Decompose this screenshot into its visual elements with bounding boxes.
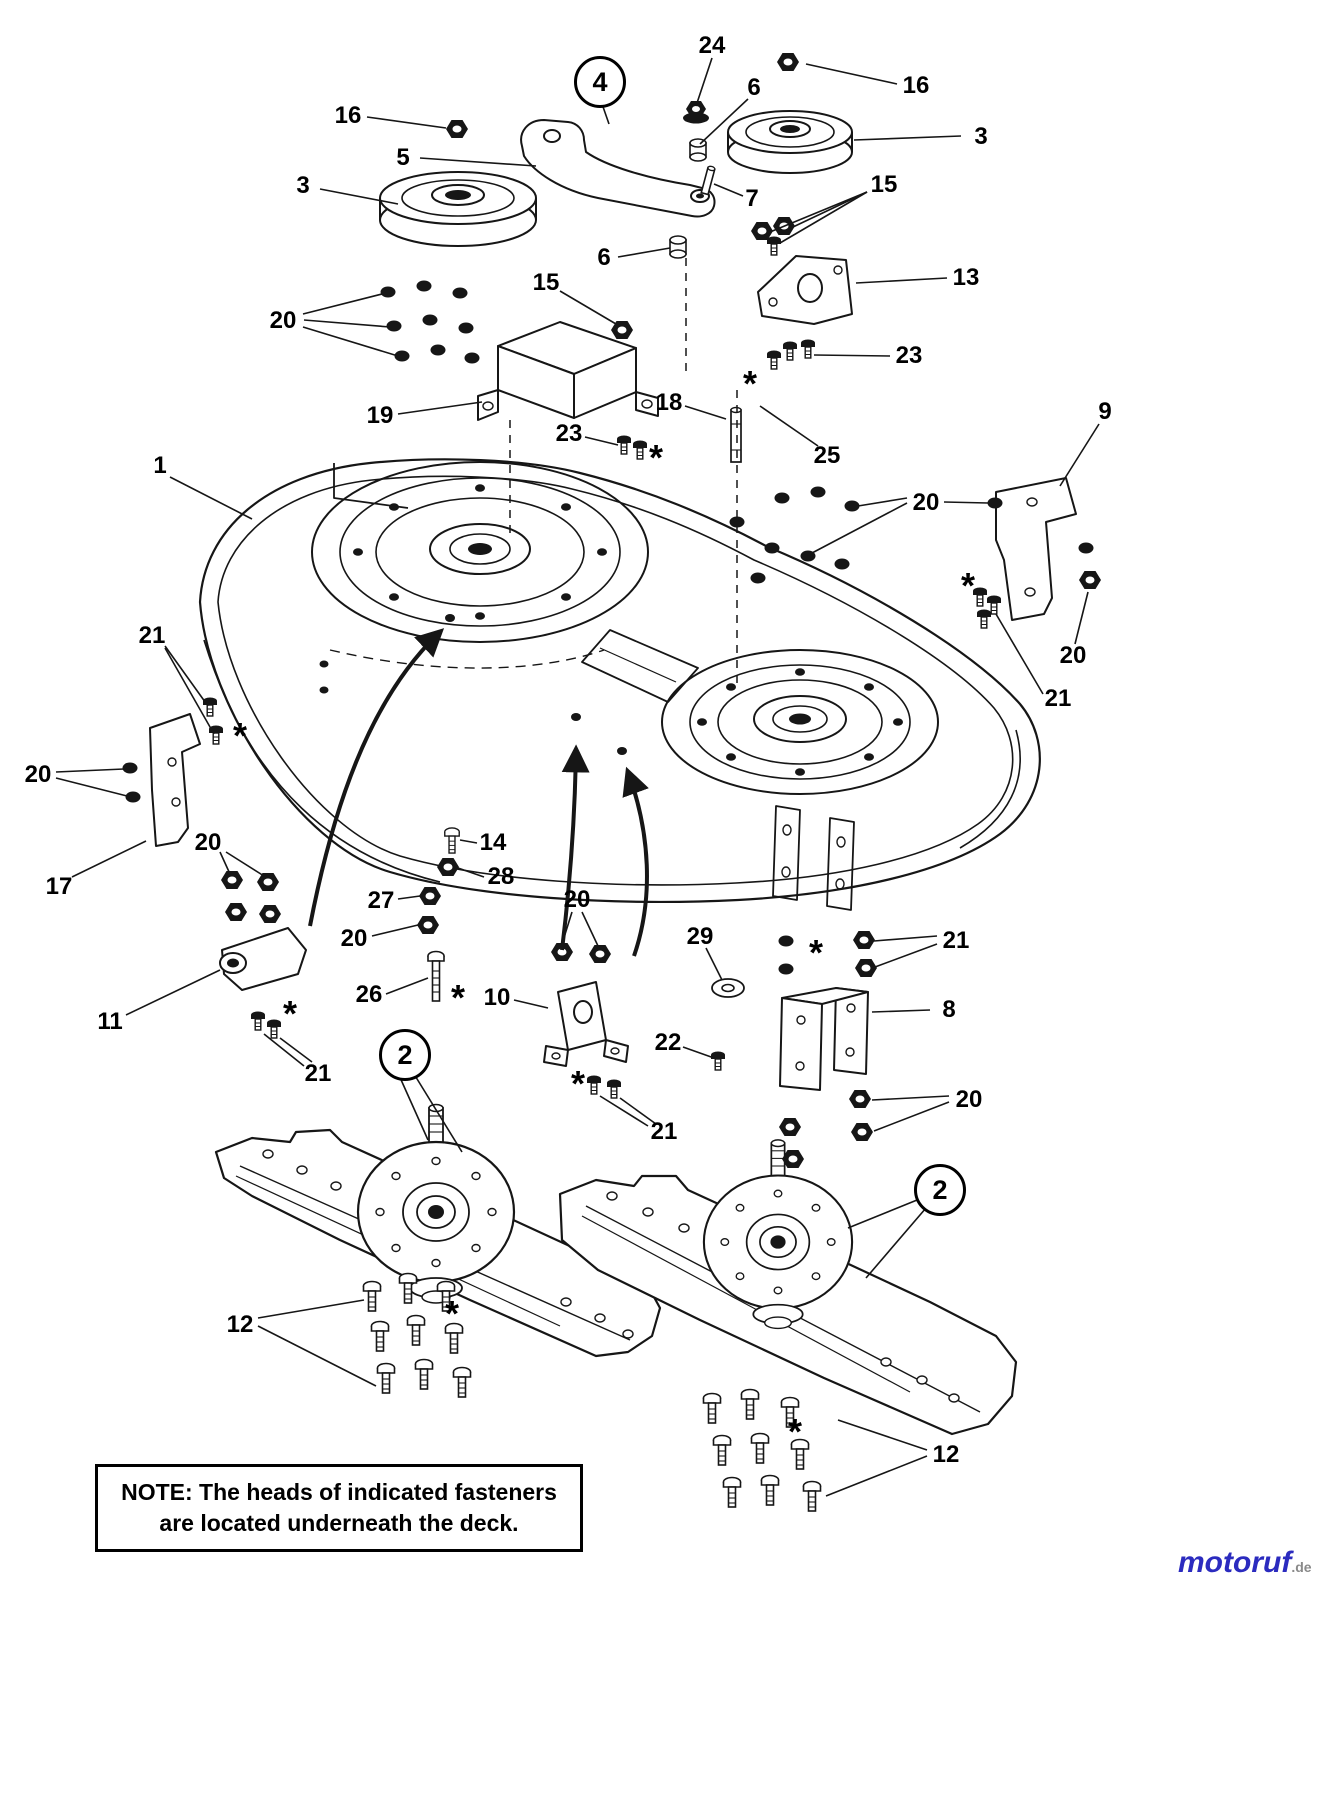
asterisk-marker-star: * <box>570 1063 586 1104</box>
callout-15: 15 <box>870 171 898 198</box>
mower-deck <box>198 458 1041 911</box>
asterisk-marker-star: * <box>742 363 758 404</box>
right-idler-pulley <box>727 110 853 174</box>
callout-21: 21 <box>942 927 970 954</box>
brand-logo: motoruf.de <box>1178 1546 1312 1580</box>
callout-20: 20 <box>563 886 591 913</box>
callout-6: 6 <box>747 74 761 101</box>
asterisk-marker-star: * <box>808 932 824 973</box>
circled-callout-2: 2 <box>914 1164 966 1216</box>
note-line-1: NOTE: The heads of indicated fasteners <box>121 1479 557 1505</box>
discharge-deflector-11 <box>219 927 307 991</box>
callout-19: 19 <box>366 402 394 429</box>
note-line-2: are located underneath the deck. <box>159 1510 519 1537</box>
idler-arm <box>520 119 716 218</box>
brand-name: motoruf <box>1178 1546 1292 1579</box>
callout-10: 10 <box>483 984 511 1011</box>
callout-13: 13 <box>952 264 980 291</box>
left-idler-pulley <box>379 171 537 247</box>
callout-21: 21 <box>304 1060 332 1087</box>
assembly-arrows <box>308 628 649 957</box>
deck-surface-holes <box>319 614 627 755</box>
callout-20: 20 <box>1059 642 1087 669</box>
fastener-note-box: NOTE: The heads of indicated fasteners a… <box>95 1464 583 1553</box>
callout-1: 1 <box>153 452 167 479</box>
callout-16: 16 <box>334 102 362 129</box>
bracket-10 <box>543 981 629 1067</box>
callout-9: 9 <box>1098 398 1112 425</box>
asterisk-marker-star: * <box>450 977 466 1018</box>
callout-20: 20 <box>269 307 297 334</box>
brand-tld: .de <box>1291 1559 1312 1575</box>
callout-27: 27 <box>367 887 395 914</box>
callout-22: 22 <box>654 1029 682 1056</box>
callout-23: 23 <box>895 342 923 369</box>
callout-17: 17 <box>45 873 73 900</box>
callout-21: 21 <box>1044 685 1072 712</box>
callout-28: 28 <box>487 863 515 890</box>
pin-18 <box>730 406 742 463</box>
leader-lines <box>55 57 1100 1497</box>
callout-20: 20 <box>340 925 368 952</box>
callout-26: 26 <box>355 981 383 1008</box>
right-spindle-bolt-holes <box>697 668 903 776</box>
callout-15: 15 <box>532 269 560 296</box>
callout-23: 23 <box>555 420 583 447</box>
callout-20: 20 <box>955 1086 983 1113</box>
callout-3: 3 <box>296 172 310 199</box>
left-spindle-opening <box>311 461 649 643</box>
callout-20: 20 <box>912 489 940 516</box>
bracket-17 <box>149 713 201 847</box>
bracket-8 <box>779 987 869 1091</box>
callout-12: 12 <box>932 1441 960 1468</box>
asterisk-marker-star: * <box>787 1411 803 1452</box>
callout-20: 20 <box>24 761 52 788</box>
bracket-13 <box>757 255 853 325</box>
callout-21: 21 <box>650 1118 678 1145</box>
asterisk-marker-star: * <box>232 715 248 756</box>
callout-6: 6 <box>597 244 611 271</box>
pin-7 <box>700 165 716 196</box>
callout-12: 12 <box>226 1311 254 1338</box>
left-spindle-bolt-holes <box>353 484 607 620</box>
callout-21: 21 <box>138 622 166 649</box>
callout-11: 11 <box>97 1008 123 1035</box>
callout-3: 3 <box>974 123 988 150</box>
circled-callout-2: 2 <box>379 1029 431 1081</box>
asterisk-marker-star: * <box>282 993 298 1034</box>
callout-25: 25 <box>813 442 841 469</box>
callout-14: 14 <box>479 829 507 856</box>
callout-7: 7 <box>745 185 759 212</box>
callout-24: 24 <box>698 32 726 59</box>
bracket-19 <box>477 321 659 421</box>
right-spindle-opening <box>661 649 939 795</box>
callout-29: 29 <box>686 923 714 950</box>
callout-18: 18 <box>655 389 683 416</box>
callout-20: 20 <box>194 829 222 856</box>
bracket-9 <box>995 477 1077 621</box>
asterisk-marker-star: * <box>960 565 976 606</box>
asterisk-marker-star: * <box>444 1293 460 1334</box>
circled-callout-4: 4 <box>574 56 626 108</box>
callout-16: 16 <box>902 72 930 99</box>
callout-5: 5 <box>396 144 410 171</box>
assembly-dashed-lines <box>509 258 738 686</box>
callout-8: 8 <box>942 996 956 1023</box>
asterisk-marker-star: * <box>648 437 664 478</box>
